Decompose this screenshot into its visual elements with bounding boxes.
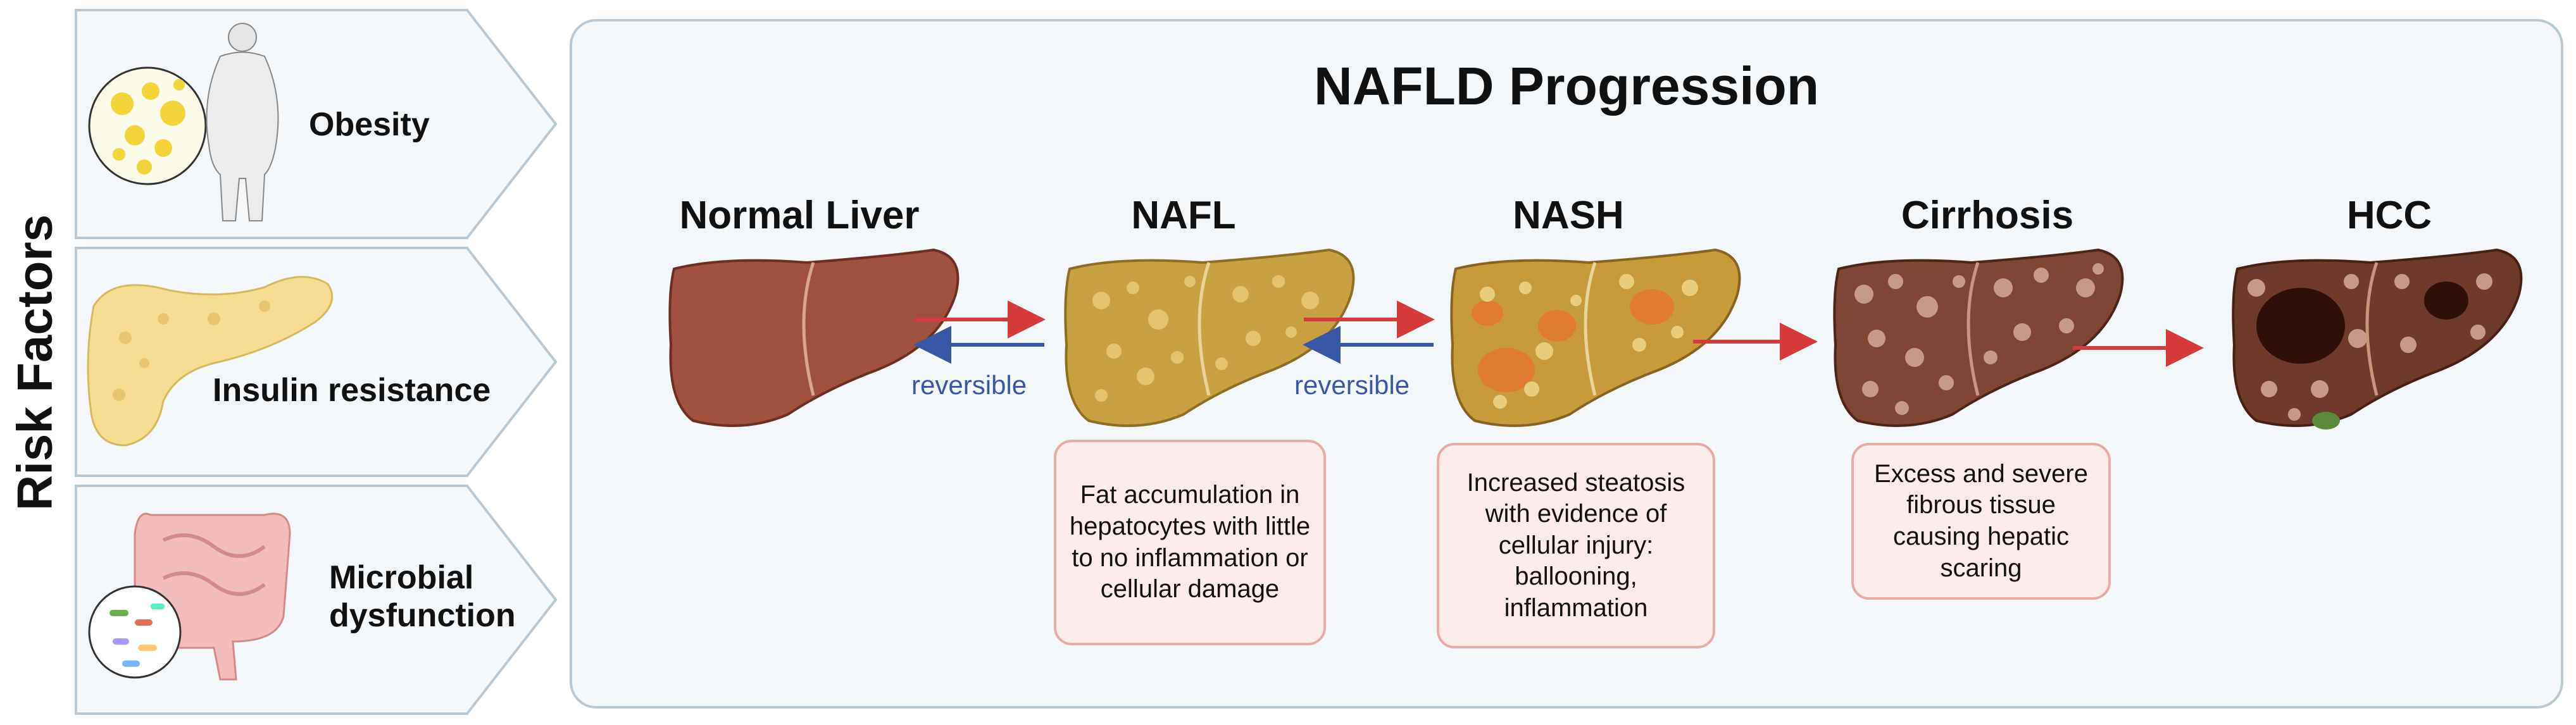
description-cirrhosis-text: Excess and severe fibrous tissue causing…: [1874, 459, 2088, 582]
pancreas-icon: [87, 276, 334, 447]
stage-label-cirrhosis: Cirrhosis: [1901, 194, 2074, 237]
main-title: NAFLD Progression: [1313, 56, 1820, 116]
reversible-label-1: reversible: [911, 370, 1027, 400]
fatty-liver-icon: [1064, 248, 1355, 427]
cirrhotic-liver-icon: [1833, 248, 2124, 427]
risk-factor-label-insulin: Insulin resistance: [213, 372, 491, 409]
risk-factor-chevron-obesity: [75, 9, 558, 239]
description-nash: Increased steatosis with evidence of cel…: [1437, 443, 1715, 648]
stage-label-nash: NASH: [1513, 194, 1624, 237]
stage-label-hcc: HCC: [2346, 194, 2432, 237]
description-nafl: Fat accumulation in hepatocytes with lit…: [1054, 440, 1326, 645]
stage-label-nafl: NAFL: [1131, 194, 1236, 237]
description-nafl-text: Fat accumulation in hepatocytes with lit…: [1069, 481, 1311, 604]
stage-label-normal-liver: Normal Liver: [679, 194, 920, 237]
hcc-liver-icon: [2232, 248, 2523, 430]
nash-liver-icon: [1450, 248, 1741, 427]
risk-factor-label-obesity: Obesity: [309, 106, 430, 143]
reversible-label-2: reversible: [1294, 370, 1410, 400]
description-nash-text: Increased steatosis with evidence of cel…: [1466, 468, 1685, 622]
normal-liver-icon: [668, 248, 960, 427]
obesity-figure-icon: [88, 23, 279, 221]
risk-factor-label-microbial: Microbial dysfunction: [329, 559, 516, 634]
risk-factor-chevrons: [75, 9, 558, 715]
intestine-microbe-icon: [88, 512, 291, 681]
risk-factor-label-microbial-1: Microbial dysfunction: [329, 559, 525, 635]
description-cirrhosis: Excess and severe fibrous tissue causing…: [1851, 443, 2111, 600]
